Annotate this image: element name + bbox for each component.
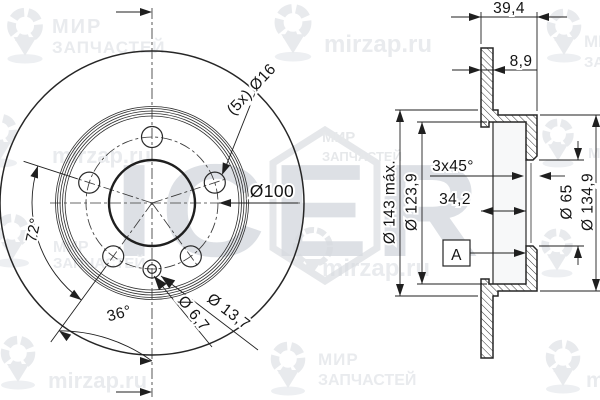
logo-pin-icon bbox=[542, 232, 573, 277]
bolt-circle bbox=[85, 136, 219, 270]
logo-pin-icon bbox=[271, 346, 305, 396]
watermark-text: ЗАПЧАСТЕЙ bbox=[584, 53, 600, 71]
bolt-hole bbox=[78, 171, 101, 194]
spoke-centerline bbox=[151, 202, 200, 268]
dim-screw-angle-36: 36° bbox=[59, 300, 153, 365]
set-screw-hole bbox=[147, 264, 158, 275]
hexagon-outline bbox=[269, 125, 381, 286]
disc-section-upper bbox=[480, 47, 538, 161]
logo-pin-icon bbox=[275, 9, 311, 62]
dim-bolt-circle: Ø100 bbox=[219, 179, 298, 207]
watermark-text: ЗАПЧАСТЕЙ bbox=[53, 254, 145, 272]
disc-outer-edge bbox=[0, 50, 305, 356]
dim-text-thickness: 8,9 bbox=[510, 53, 533, 70]
dim-text-hat-depth: 34,2 bbox=[439, 191, 471, 208]
bolt-hole bbox=[179, 245, 202, 268]
logo-pin-icon bbox=[547, 13, 581, 63]
dim-text-max-diameter: Ø 143 máx. bbox=[381, 160, 398, 244]
spoke-centerline bbox=[151, 177, 229, 204]
logo-pin-icon bbox=[0, 218, 29, 268]
watermark-text: ЗАПЧАСТЕЙ bbox=[322, 149, 402, 164]
dim-thickness: 8,9 bbox=[452, 51, 537, 74]
dim-text-center-bore: Ø 65 bbox=[558, 184, 575, 219]
center-bore bbox=[107, 158, 197, 248]
bolt-hole bbox=[140, 125, 164, 149]
dim-hat-depth: 34,2 bbox=[437, 189, 526, 215]
dim-text-inner-diameter: Ø 123,9 bbox=[403, 173, 420, 231]
disc-section-lower bbox=[480, 245, 538, 359]
spoke-centerline bbox=[104, 202, 153, 268]
watermark-text: ЗАПЧАСТЕЙ bbox=[52, 38, 166, 57]
logo-pin-icon bbox=[7, 12, 42, 63]
dim-text-chamfer: 3x45° bbox=[432, 158, 474, 175]
section-view: 39,4 8,9 Ø 143 máx. Ø 123,9 bbox=[379, 0, 600, 359]
dim-max-diameter: Ø 143 máx. bbox=[379, 109, 478, 297]
surface-label-text: A bbox=[451, 247, 462, 264]
surface-label-a: A bbox=[442, 239, 526, 267]
set-screw-counterbore bbox=[142, 259, 162, 279]
dim-chamfer: 3x45° bbox=[430, 156, 565, 180]
watermark-text: mirzap.ru bbox=[324, 31, 432, 58]
dim-inner-diameter: Ø 123,9 bbox=[401, 121, 487, 285]
spoke-centerline bbox=[75, 177, 153, 204]
watermark-text: mirzap.ru bbox=[586, 369, 600, 392]
watermark-text: МИР bbox=[588, 145, 600, 162]
dim-hat-outer-diameter: Ø 134,9 bbox=[540, 114, 600, 292]
logo-pin-icon bbox=[0, 118, 17, 168]
dim-text-bolt-circle: Ø100 bbox=[250, 181, 294, 201]
watermark-layer: ICER МИР ЗАПЧАСТЕЙ mirzap.ru МИР ЗАПЧАСТ… bbox=[0, 9, 600, 396]
bolt-hole bbox=[203, 171, 226, 194]
logo-pin-icon bbox=[543, 122, 574, 167]
watermark-hexagon-badge: МИР ЗАПЧАСТЕЙ bbox=[269, 125, 402, 286]
logo-pin-icon bbox=[1, 340, 35, 390]
pin-tail-icon bbox=[303, 259, 323, 273]
dim-overall-width: 39,4 bbox=[451, 0, 567, 111]
dim-text-36: 36° bbox=[105, 302, 133, 325]
watermark-text: mirzap.ru bbox=[48, 368, 147, 393]
dim-text-bolt-holes: (5x) Ø16 bbox=[224, 61, 280, 119]
section-plane-arrow-top bbox=[116, 8, 152, 16]
dim-center-bore: Ø 65 bbox=[539, 141, 584, 265]
hat-interior-face bbox=[493, 122, 526, 284]
watermark-text: МИР bbox=[584, 32, 600, 51]
bolt-hole bbox=[102, 245, 125, 268]
dim-text-counterbore: Ø 13,7 bbox=[204, 290, 253, 333]
dim-text-72: 72° bbox=[23, 216, 45, 244]
watermark-text: МИР bbox=[52, 16, 102, 38]
dim-text-overall-width: 39,4 bbox=[493, 0, 525, 17]
watermark-text: МИР bbox=[322, 129, 355, 146]
section-plane-arrow-bottom bbox=[116, 388, 152, 396]
watermark-text: ЗАПЧАСТЕЙ bbox=[318, 370, 416, 389]
dim-text-hat-outer-diameter: Ø 134,9 bbox=[579, 173, 596, 231]
logo-pin-icon bbox=[546, 344, 580, 394]
watermark-text: МИР bbox=[318, 350, 359, 369]
